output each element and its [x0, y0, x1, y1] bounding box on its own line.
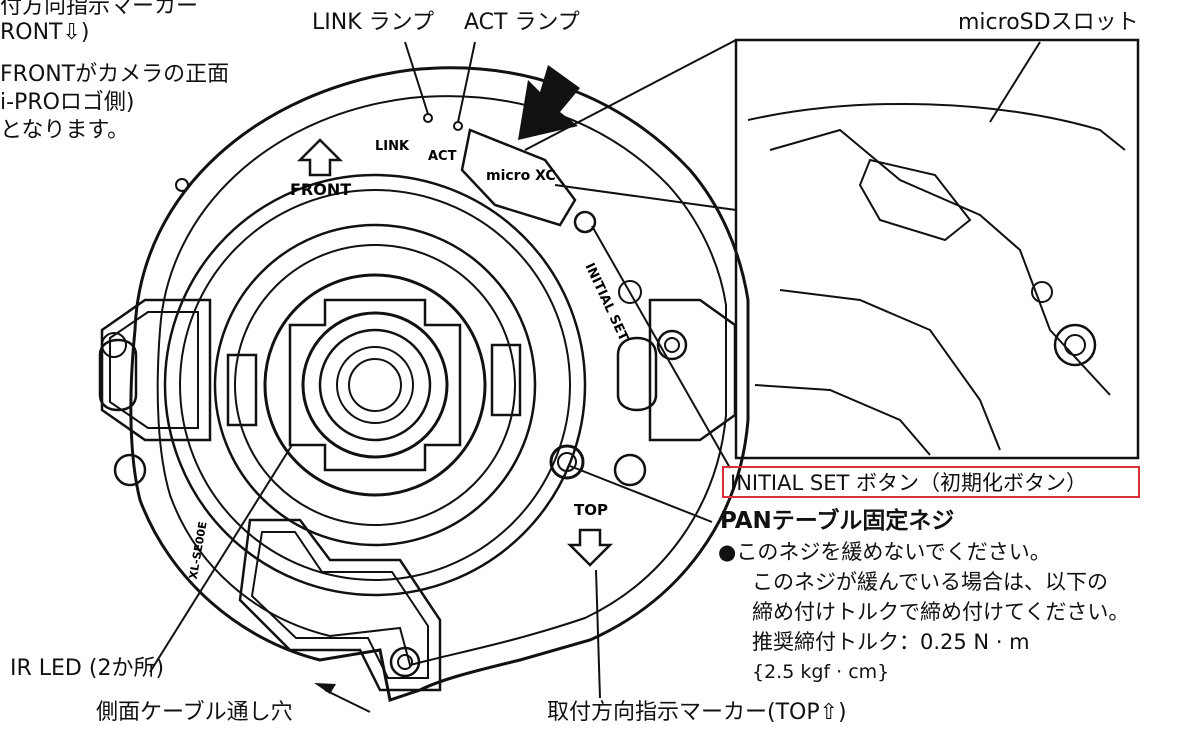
top-marking: TOP — [574, 501, 608, 519]
pan-note-5: {2.5 kgf · cm} — [752, 661, 890, 683]
initial-set-marking: INITIAL SET — [582, 261, 631, 344]
link-lamp-device — [423, 113, 433, 123]
leader-side-cable — [324, 689, 371, 713]
right-flange — [648, 298, 737, 442]
leader-initial-set — [591, 225, 731, 469]
initial-set-label: INITIAL SET ボタン（初期化ボタン） — [730, 471, 1087, 495]
front-note-line-1: FRONTがカメラの正面 — [0, 62, 230, 87]
link-marking: LINK — [375, 139, 410, 154]
screw-left — [113, 453, 147, 487]
zoom-line-top — [524, 39, 737, 151]
pan-screw-title: PANテーブル固定ネジ — [720, 508, 955, 534]
leader-microsd — [989, 41, 1041, 123]
pan-screw-notes: ●このネジを緩めないでください。 このネジが緩んでいる場合は、以下の 締め付けト… — [718, 537, 1129, 687]
housing-outline — [129, 66, 750, 702]
leader-top-marker — [595, 569, 601, 699]
pan-screw — [549, 444, 585, 480]
bracket-hole — [389, 646, 421, 678]
housing-inner-rim — [156, 95, 727, 667]
front-marker-label: 付方向指示マーカー — [0, 0, 199, 19]
top-arrow — [566, 528, 614, 567]
leader-act-lamp — [457, 41, 476, 123]
act-lamp-device — [453, 121, 463, 131]
front-note-line-2: i-PROロゴ側) — [0, 90, 135, 115]
top-marker-label: 取付方向指示マーカー(TOP⇧) — [547, 700, 847, 725]
leader-pan-screw — [569, 465, 713, 523]
pan-note-4: 推奨締付トルク：0.25 N · m — [752, 630, 1030, 654]
left-slot — [98, 338, 138, 412]
act-lamp-label: ACT ランプ — [464, 10, 580, 35]
microsd-slot-device — [460, 128, 577, 227]
pan-note-2: このネジが緩んでいる場合は、以下の — [752, 570, 1108, 594]
side-cable-arrowhead — [314, 683, 336, 694]
microsd-slot-label: microSDスロット — [958, 10, 1139, 35]
micro-xc-marking: micro XC — [486, 168, 556, 184]
right-slot — [616, 336, 658, 412]
front-marking: FRONT — [290, 180, 351, 199]
leader-link-lamp — [404, 41, 429, 115]
lens-cross — [288, 298, 462, 472]
front-arrow — [296, 138, 344, 177]
left-flange — [100, 298, 212, 442]
screw-top-right — [618, 280, 642, 304]
front-note-line-3: となります。 — [0, 118, 130, 143]
zoom-line-bottom — [554, 184, 737, 211]
screw-right — [613, 453, 647, 487]
link-lamp-label: LINK ランプ — [312, 10, 434, 35]
ir-led-label: IR LED (2か所) — [10, 656, 165, 681]
pan-note-3: 締め付けトルクで締め付けてください。 — [752, 600, 1130, 624]
pan-note-1: ●このネジを緩めないでください。 — [718, 540, 1051, 564]
act-marking: ACT — [428, 149, 457, 164]
bottom-bracket — [238, 518, 442, 692]
front-marker-label-2: RONT⇩) — [0, 20, 90, 45]
lens-ring — [263, 273, 487, 497]
inset-frame — [734, 38, 1140, 460]
leader-ir-led — [149, 444, 293, 673]
side-cable-hole-label: 側面ケーブル通し穴 — [96, 700, 293, 725]
initial-set-hole — [573, 210, 597, 234]
insert-direction-arrow — [518, 65, 580, 140]
mount-ring-outer — [163, 173, 587, 597]
lens-center — [348, 358, 402, 412]
initial-set-callout: INITIAL SET ボタン（初期化ボタン） — [722, 466, 1140, 498]
model-marking: XL-SE00E — [187, 521, 210, 581]
ir-led-left — [226, 353, 258, 427]
ir-led-right — [490, 343, 522, 417]
